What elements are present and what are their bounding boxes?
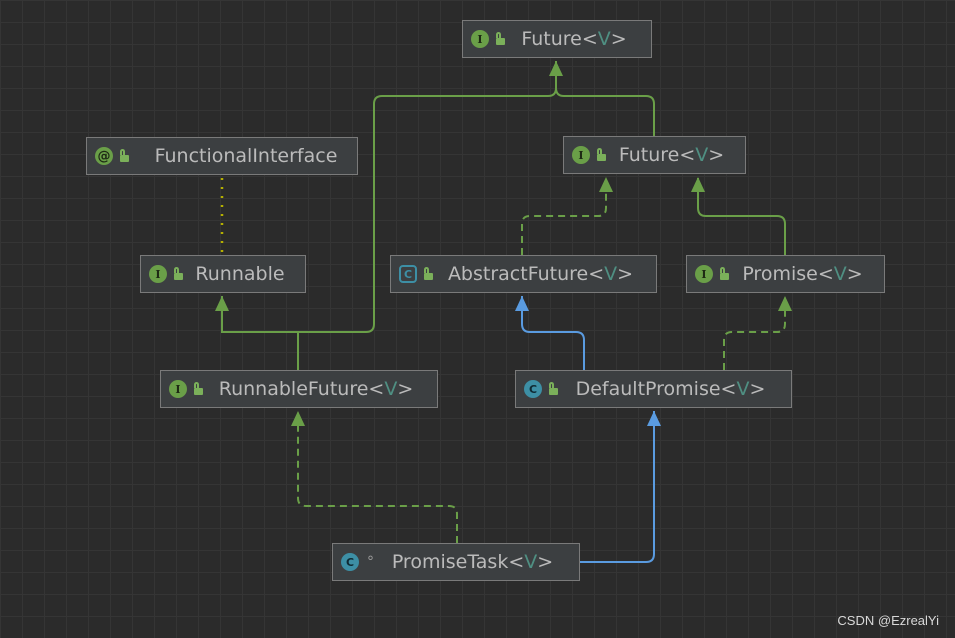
arrow-abstractfuture bbox=[515, 296, 529, 311]
public-lock-icon bbox=[174, 266, 183, 280]
public-lock-icon bbox=[496, 31, 505, 45]
node-label: Runnable bbox=[195, 263, 285, 285]
node-functional-interface[interactable]: @ FunctionalInterface bbox=[86, 137, 358, 175]
interface-icon: I bbox=[695, 265, 713, 283]
arrow-defaultpromise bbox=[647, 411, 661, 426]
node-label: Future<V> bbox=[618, 144, 725, 166]
watermark: CSDN @EzrealYi bbox=[837, 613, 939, 628]
node-runnable[interactable]: I Runnable bbox=[140, 255, 306, 293]
edge-runnablefuture-future-top bbox=[297, 61, 557, 370]
arrow-promise bbox=[778, 296, 792, 311]
edge-runnablefuture-runnable bbox=[221, 296, 299, 370]
node-promise[interactable]: I Promise<V> bbox=[686, 255, 885, 293]
edge-abstractfuture-future bbox=[521, 178, 607, 255]
public-lock-icon bbox=[597, 147, 606, 161]
node-label: Future<V> bbox=[521, 28, 627, 50]
edge-defaultpromise-abstractfuture bbox=[521, 296, 585, 370]
edge-promise-future bbox=[697, 178, 786, 255]
class-icon: C bbox=[341, 553, 359, 571]
arrow-future-top bbox=[549, 61, 563, 76]
node-label: DefaultPromise<V> bbox=[575, 378, 766, 400]
public-lock-icon bbox=[120, 148, 129, 162]
public-lock-icon bbox=[549, 381, 558, 395]
node-label: AbstractFuture<V> bbox=[447, 263, 634, 285]
node-abstract-future[interactable]: C AbstractFuture<V> bbox=[390, 255, 657, 293]
abstract-class-icon: C bbox=[399, 265, 417, 283]
package-private-icon: ° bbox=[367, 554, 374, 570]
public-lock-icon bbox=[424, 266, 433, 280]
interface-icon: I bbox=[169, 380, 187, 398]
node-default-promise[interactable]: C DefaultPromise<V> bbox=[515, 370, 792, 408]
node-runnable-future[interactable]: I RunnableFuture<V> bbox=[160, 370, 438, 408]
node-label: Promise<V> bbox=[742, 263, 863, 285]
node-future-top[interactable]: I Future<V> bbox=[462, 20, 652, 58]
public-lock-icon bbox=[720, 266, 729, 280]
arrow-runnable bbox=[215, 296, 229, 311]
interface-icon: I bbox=[149, 265, 167, 283]
node-future[interactable]: I Future<V> bbox=[563, 136, 746, 174]
interface-icon: I bbox=[572, 146, 590, 164]
node-label: PromiseTask<V> bbox=[391, 551, 554, 573]
class-icon: C bbox=[524, 380, 542, 398]
node-label: RunnableFuture<V> bbox=[218, 378, 414, 400]
node-label: FunctionalInterface bbox=[154, 145, 338, 167]
public-lock-icon bbox=[194, 381, 203, 395]
edge-future-future-top bbox=[555, 87, 655, 136]
edge-defaultpromise-promise bbox=[723, 296, 786, 370]
arrow-runnablefuture bbox=[291, 411, 305, 426]
edge-promisetask-defaultpromise bbox=[580, 411, 655, 563]
interface-icon: I bbox=[471, 30, 489, 48]
annotation-icon: @ bbox=[95, 147, 113, 165]
arrow-future-from-abstract bbox=[599, 177, 613, 192]
node-promise-task[interactable]: C ° PromiseTask<V> bbox=[332, 543, 580, 581]
arrow-future-from-promise bbox=[691, 177, 705, 192]
edge-promisetask-runnablefuture bbox=[297, 411, 458, 543]
